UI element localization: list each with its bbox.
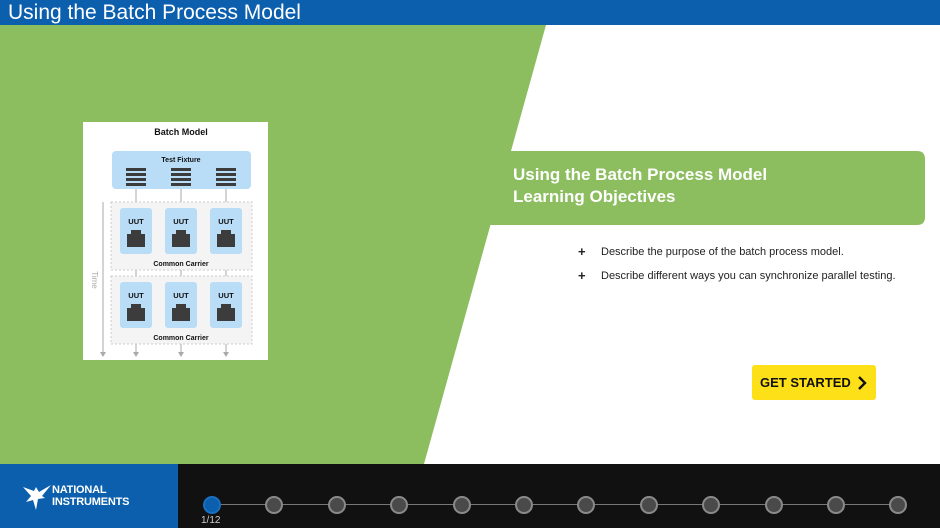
common-carrier-label: Common Carrier bbox=[153, 335, 209, 342]
progress-step-3[interactable] bbox=[327, 496, 346, 514]
objective-text: Describe the purpose of the batch proces… bbox=[601, 246, 844, 258]
test-fixture-label: Test Fixture bbox=[161, 157, 200, 164]
uut-label: UUT bbox=[218, 291, 234, 300]
uut-label: UUT bbox=[128, 217, 144, 226]
progress-step-7[interactable] bbox=[577, 496, 596, 514]
progress-step-10[interactable] bbox=[764, 496, 783, 514]
progress-step-2[interactable] bbox=[265, 496, 284, 514]
list-item: + Describe different ways you can synchr… bbox=[578, 268, 928, 292]
time-axis-label: Time bbox=[90, 271, 99, 289]
common-carrier-label: Common Carrier bbox=[153, 261, 209, 268]
page-indicator: 1/12 bbox=[201, 515, 221, 526]
plus-icon: + bbox=[578, 268, 586, 283]
plus-icon: + bbox=[578, 244, 586, 259]
chevron-right-icon bbox=[857, 375, 867, 390]
progress-navigator: 1/12 bbox=[178, 464, 940, 528]
connector-lines bbox=[102, 189, 227, 354]
uut-label: UUT bbox=[218, 217, 234, 226]
objectives-banner: Using the Batch Process Model Learning O… bbox=[490, 151, 925, 225]
progress-step-12[interactable] bbox=[889, 496, 908, 514]
uut-label: UUT bbox=[128, 291, 144, 300]
get-started-button[interactable]: GET STARTED bbox=[752, 365, 876, 400]
uut-row-2: UUT UUT UUT bbox=[120, 282, 242, 328]
uut-row-1: UUT UUT UUT bbox=[120, 208, 242, 254]
progress-track bbox=[212, 504, 898, 505]
progress-step-4[interactable] bbox=[390, 496, 409, 514]
ni-logo: NATIONAL INSTRUMENTS bbox=[0, 464, 178, 528]
progress-step-9[interactable] bbox=[702, 496, 721, 514]
fixture-stack-icons bbox=[126, 168, 236, 186]
eagle-logo-icon bbox=[23, 485, 51, 510]
ni-wordmark-line1: NATIONAL bbox=[52, 484, 107, 496]
list-item: + Describe the purpose of the batch proc… bbox=[578, 244, 928, 268]
diagram-title: Batch Model bbox=[154, 127, 208, 137]
get-started-label: GET STARTED bbox=[760, 375, 851, 390]
objectives-list: + Describe the purpose of the batch proc… bbox=[578, 244, 928, 292]
progress-step-8[interactable] bbox=[639, 496, 658, 514]
ni-wordmark-line2: INSTRUMENTS bbox=[52, 496, 130, 508]
progress-step-1[interactable] bbox=[203, 496, 221, 514]
slide-stage: Batch Model Test Fixture bbox=[0, 25, 940, 464]
footer-bar: NATIONAL INSTRUMENTS 1/12 bbox=[0, 464, 940, 528]
batch-model-diagram: Batch Model Test Fixture bbox=[83, 122, 268, 360]
uut-label: UUT bbox=[173, 217, 189, 226]
objectives-heading-line1: Using the Batch Process Model bbox=[513, 165, 768, 184]
uut-label: UUT bbox=[173, 291, 189, 300]
objectives-heading-line2: Learning Objectives bbox=[513, 187, 676, 206]
ni-wordmark: NATIONAL INSTRUMENTS bbox=[52, 484, 129, 508]
objectives-heading: Using the Batch Process Model Learning O… bbox=[513, 164, 767, 208]
progress-step-5[interactable] bbox=[452, 496, 471, 514]
progress-step-6[interactable] bbox=[515, 496, 533, 514]
window-title: Using the Batch Process Model bbox=[0, 0, 940, 25]
progress-step-11[interactable] bbox=[827, 496, 845, 514]
objective-text: Describe different ways you can synchron… bbox=[601, 270, 896, 282]
